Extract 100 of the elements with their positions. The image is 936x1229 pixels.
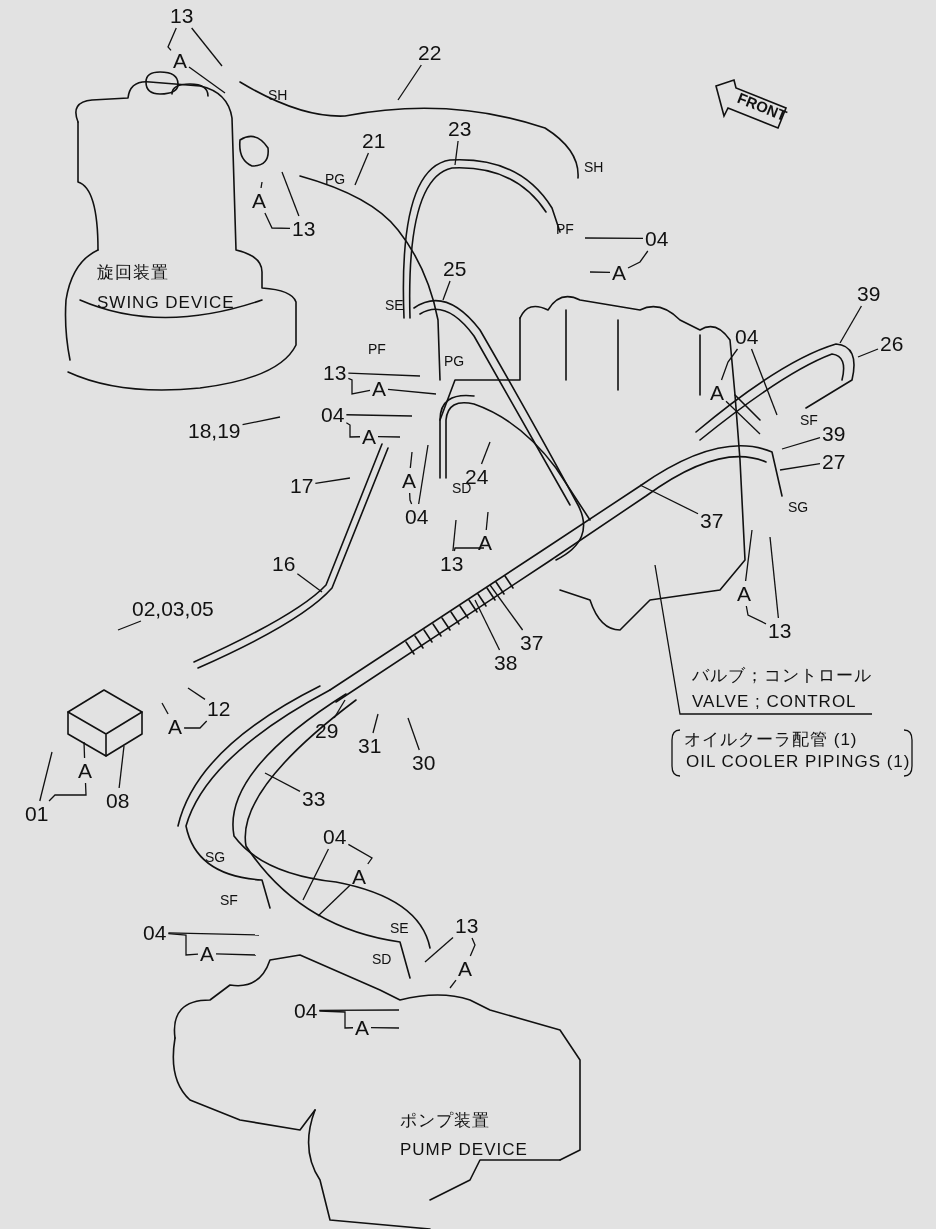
callout-letter: A bbox=[478, 532, 492, 553]
device-name: OIL COOLER PIPINGS (1) bbox=[686, 753, 911, 770]
leader-line bbox=[750, 348, 778, 416]
callout-bracket bbox=[745, 605, 767, 625]
leader-line bbox=[345, 414, 413, 417]
leader-line bbox=[769, 536, 780, 619]
callout-bracket bbox=[183, 720, 208, 729]
callout-letter: A bbox=[612, 262, 626, 283]
port-label: SH bbox=[584, 160, 604, 174]
callout-bracket bbox=[48, 782, 87, 802]
port-label: SG bbox=[205, 850, 226, 864]
leader-line bbox=[725, 400, 761, 435]
callout-number: 18,19 bbox=[188, 420, 241, 441]
leader-line bbox=[167, 932, 260, 936]
callout-number: 21 bbox=[362, 130, 386, 151]
callout-number: 13 bbox=[323, 362, 347, 383]
callout-number: 23 bbox=[448, 118, 472, 139]
leader-line bbox=[397, 64, 422, 101]
callout-bracket bbox=[720, 348, 739, 381]
callout-number: 37 bbox=[520, 632, 544, 653]
port-label: SF bbox=[800, 413, 818, 427]
leader-line bbox=[418, 444, 429, 505]
leader-line bbox=[370, 1026, 400, 1029]
callout-bracket bbox=[264, 212, 291, 229]
callout-number: 37 bbox=[700, 510, 724, 531]
device-name: SWING DEVICE bbox=[97, 294, 235, 311]
callout-number: 29 bbox=[315, 720, 339, 741]
callout-number: 38 bbox=[494, 652, 518, 673]
leader-line bbox=[333, 699, 346, 719]
port-label: SE bbox=[390, 921, 409, 935]
leader-line bbox=[314, 477, 351, 485]
leader-line bbox=[161, 702, 169, 715]
callout-number: 39 bbox=[857, 283, 881, 304]
leader-line bbox=[839, 305, 863, 344]
leader-line bbox=[654, 564, 873, 715]
callout-number: 08 bbox=[106, 790, 130, 811]
callout-letter: A bbox=[200, 943, 214, 964]
callout-letter: A bbox=[737, 583, 751, 604]
callout-bracket bbox=[469, 937, 476, 957]
device-name: PUMP DEVICE bbox=[400, 1141, 528, 1158]
callout-number: 22 bbox=[418, 42, 442, 63]
leader-line bbox=[296, 573, 323, 593]
leader-line bbox=[377, 436, 401, 438]
device-name: 旋回装置 bbox=[97, 264, 169, 281]
leader-line bbox=[354, 152, 370, 186]
leader-line bbox=[241, 416, 281, 426]
callout-letter: A bbox=[402, 470, 416, 491]
leader-line bbox=[744, 529, 753, 582]
leader-line bbox=[409, 451, 413, 469]
callout-letter: A bbox=[362, 426, 376, 447]
callout-number: 13 bbox=[170, 5, 194, 26]
callout-number: 30 bbox=[412, 752, 436, 773]
callout-number: 02,03,05 bbox=[132, 598, 214, 619]
port-label: SE bbox=[385, 298, 404, 312]
callout-letter: A bbox=[372, 378, 386, 399]
leader-line bbox=[489, 584, 524, 631]
callout-bracket bbox=[347, 377, 371, 395]
port-label: PF bbox=[556, 222, 574, 236]
leader-line bbox=[424, 936, 454, 963]
callout-number: 01 bbox=[25, 803, 49, 824]
leader-line bbox=[474, 599, 501, 651]
leader-line bbox=[442, 280, 451, 301]
port-label: SG bbox=[788, 500, 809, 514]
callout-letter: A bbox=[355, 1017, 369, 1038]
callout-number: 04 bbox=[143, 922, 167, 943]
leader-line bbox=[117, 620, 142, 631]
device-name: ポンプ装置 bbox=[400, 1112, 490, 1129]
leader-line bbox=[317, 884, 351, 917]
part-name: バルブ；コントロール bbox=[692, 667, 872, 684]
leader-line bbox=[260, 181, 263, 189]
callout-letter: A bbox=[352, 866, 366, 887]
leader-line bbox=[781, 436, 821, 450]
port-label: PG bbox=[325, 172, 346, 186]
callout-letter: A bbox=[710, 382, 724, 403]
callout-letter: A bbox=[168, 716, 182, 737]
callout-number: 13 bbox=[455, 915, 479, 936]
callout-bracket bbox=[167, 27, 177, 51]
callout-number: 04 bbox=[321, 404, 345, 425]
callout-letter: A bbox=[78, 760, 92, 781]
leader-line bbox=[387, 388, 437, 395]
callout-number: 27 bbox=[822, 451, 846, 472]
leader-line bbox=[779, 463, 821, 471]
callout-number: 13 bbox=[440, 553, 464, 574]
callout-number: 17 bbox=[290, 475, 314, 496]
callout-bracket bbox=[347, 843, 373, 865]
port-label: PF bbox=[368, 342, 386, 356]
leader-line bbox=[857, 348, 879, 358]
leader-line bbox=[639, 484, 699, 515]
port-label: PG bbox=[444, 354, 465, 368]
callout-bracket bbox=[345, 422, 361, 438]
callout-number: 13 bbox=[768, 620, 792, 641]
callout-number: 12 bbox=[207, 698, 231, 719]
leader-line bbox=[188, 66, 226, 94]
callout-letter: A bbox=[252, 190, 266, 211]
callout-number: 04 bbox=[294, 1000, 318, 1021]
callout-number: 26 bbox=[880, 333, 904, 354]
port-label: SD bbox=[372, 952, 392, 966]
callout-number: 33 bbox=[302, 788, 326, 809]
callout-bracket bbox=[453, 547, 485, 552]
leader-line bbox=[452, 519, 457, 552]
